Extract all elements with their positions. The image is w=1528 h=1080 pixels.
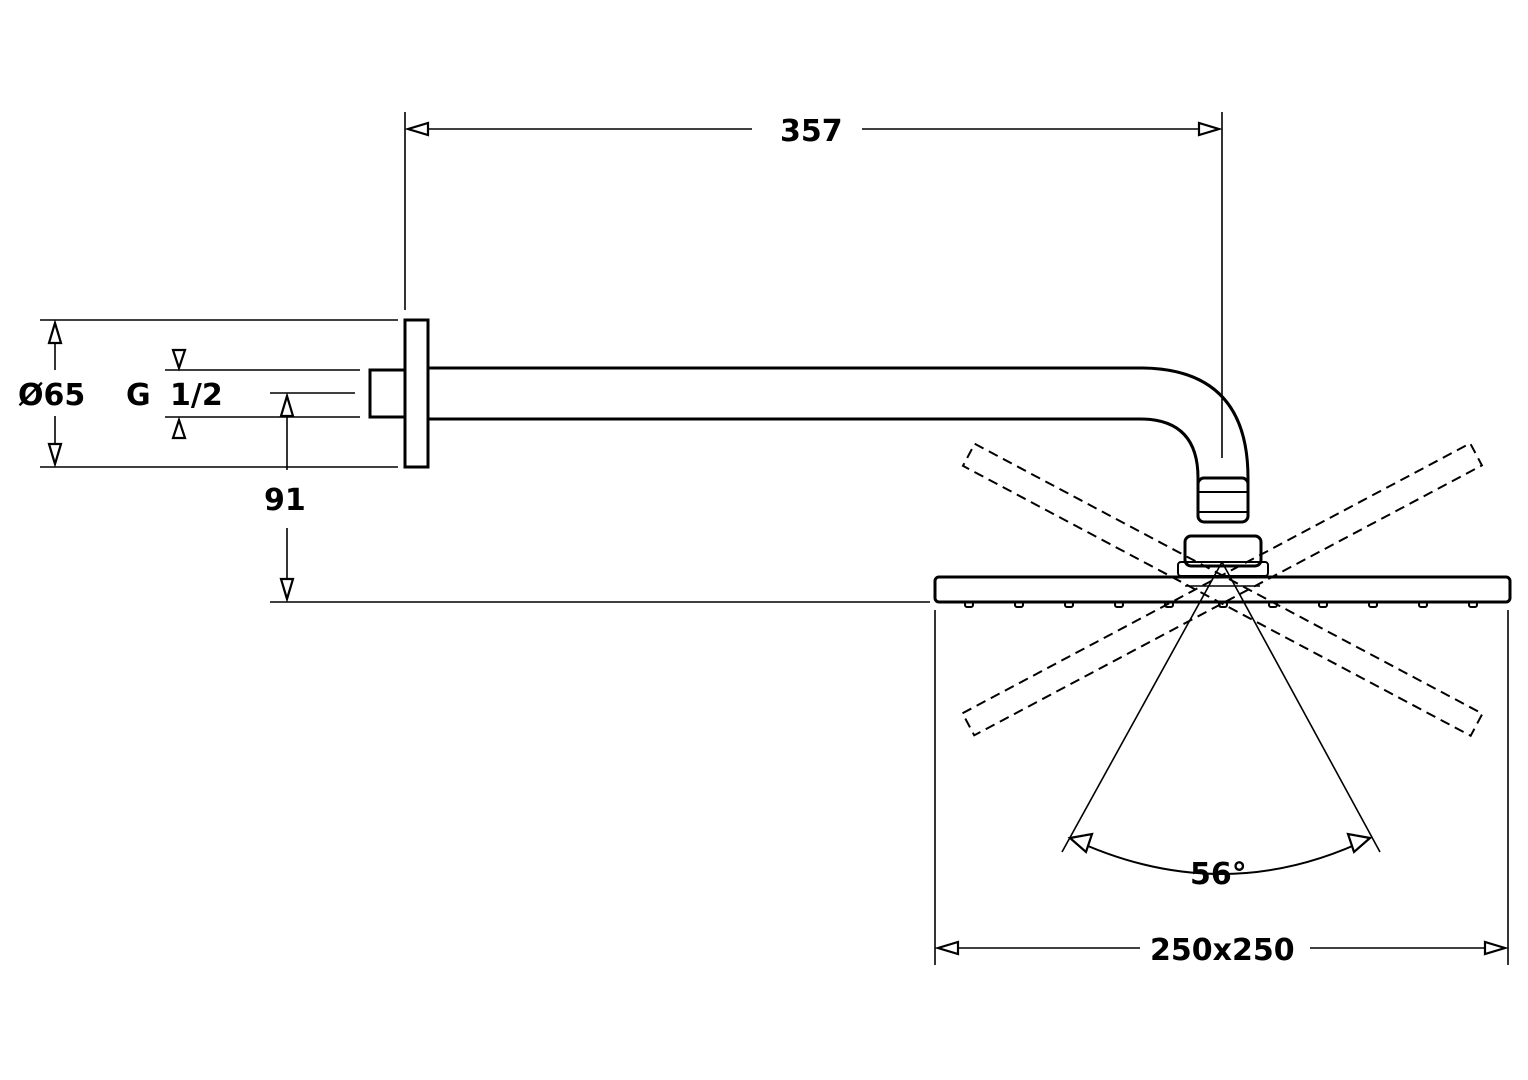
spray-angle-label: 56° — [1190, 857, 1247, 892]
arm-length-label: 357 — [780, 114, 843, 149]
thread-label: G — [126, 378, 151, 413]
wall-flange — [368, 318, 430, 469]
angle-arrow-left — [1067, 832, 1094, 854]
head-size-label: 250x250 — [1150, 933, 1295, 968]
shower-head-plate — [933, 575, 1512, 608]
arm-height-label: 91 — [264, 483, 306, 518]
tilted-head-positions — [961, 441, 1484, 738]
ball-joint — [1177, 476, 1269, 577]
dimension-flange-diameter: Ø65 — [18, 319, 398, 468]
dimension-head-size: 250x250 — [934, 610, 1509, 968]
flange-diameter-label: Ø65 — [18, 378, 85, 413]
thread-size-label: 1/2 — [170, 378, 223, 413]
angle-arrow-right — [1346, 832, 1373, 854]
shower-arm — [428, 366, 1250, 485]
dimension-thread: G 1/2 — [126, 348, 360, 440]
spray-angle-indicator: 56° — [1061, 561, 1381, 892]
dimension-arm-height: 91 — [264, 392, 930, 603]
dimension-arm-length: 357 — [404, 112, 1223, 458]
